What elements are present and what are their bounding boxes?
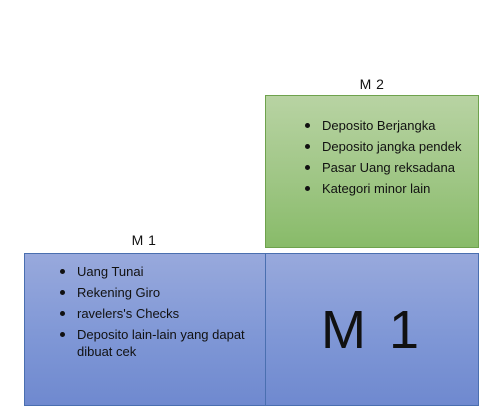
list-item: Deposito jangka pendek: [300, 138, 478, 155]
list-item: Kategori minor lain: [300, 180, 478, 197]
m2-item-list: Deposito Berjangka Deposito jangka pende…: [266, 96, 478, 197]
bullet-icon: [60, 332, 65, 337]
m1-block-label: M 1: [320, 299, 424, 360]
m2-caption: M 2: [359, 76, 385, 92]
list-item-text: Rekening Giro: [77, 285, 161, 300]
bullet-icon: [60, 311, 65, 316]
list-item-text: Deposito lain-lain yang dapat dibuat cek: [77, 327, 245, 359]
m2-list-box: Deposito Berjangka Deposito jangka pende…: [265, 95, 479, 248]
list-item: Deposito lain-lain yang dapat dibuat cek: [55, 326, 267, 360]
list-item: ravelers's Checks: [55, 305, 267, 322]
list-item-text: Pasar Uang reksadana: [322, 160, 455, 175]
list-item: Pasar Uang reksadana: [300, 159, 478, 176]
bullet-icon: [305, 186, 310, 191]
bullet-icon: [60, 269, 65, 274]
bullet-icon: [60, 290, 65, 295]
list-item-text: Kategori minor lain: [322, 181, 431, 196]
m1-caption: M 1: [131, 232, 157, 248]
list-item: Deposito Berjangka: [300, 117, 478, 134]
list-item-text: Uang Tunai: [77, 264, 144, 279]
m1-item-list: Uang Tunai Rekening Giro ravelers's Chec…: [25, 254, 267, 360]
bullet-icon: [305, 165, 310, 170]
bullet-icon: [305, 123, 310, 128]
list-item-text: Deposito jangka pendek: [322, 139, 462, 154]
bullet-icon: [305, 144, 310, 149]
list-item-text: ravelers's Checks: [77, 306, 180, 321]
list-item: Uang Tunai: [55, 263, 267, 280]
list-item-text: Deposito Berjangka: [322, 118, 436, 133]
m1-block: M 1: [265, 253, 479, 406]
list-item: Rekening Giro: [55, 284, 267, 301]
m1-list-box: Uang Tunai Rekening Giro ravelers's Chec…: [24, 253, 268, 406]
